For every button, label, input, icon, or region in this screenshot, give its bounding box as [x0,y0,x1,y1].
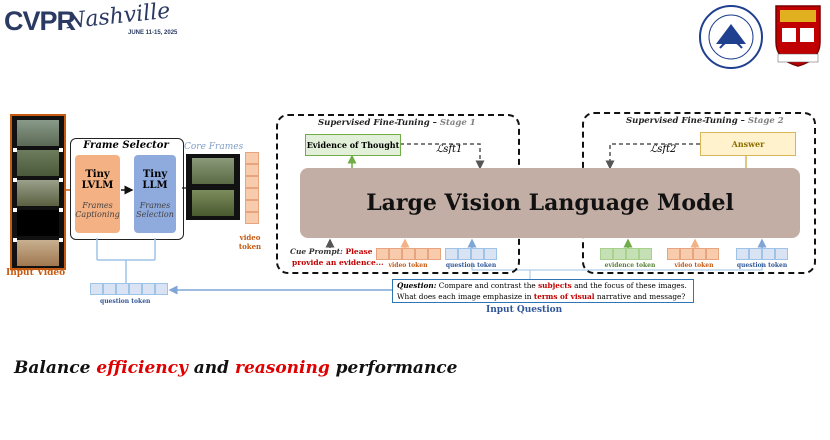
stage1-question-token-label: question token [445,262,497,269]
video-token-column [245,152,259,224]
core-frame [192,190,234,216]
question-line-2: What does each image emphasize in terms … [397,292,686,301]
stage2-video-token-row [667,248,719,260]
stage2-question-token-row [736,248,788,260]
stage1-question-token-row [445,248,497,260]
stage2-evidence-token-row [600,248,652,260]
university-crest-icon [775,5,821,67]
input-video-strip [10,114,66,270]
cvpr-logo-text: CVPR [4,6,76,36]
video-frame [17,120,59,146]
stage1-title: Supervised Fine-Tuning – Stage 1 [318,118,476,128]
lvlm-block [300,168,800,238]
tiny-lvlm-label: Tiny LVLM [81,169,114,191]
core-frames-label: Core Frames [184,142,244,152]
stage2-question-token-label: question token [736,262,788,269]
left-question-token-label: question token [100,298,151,305]
cue-prompt-continued: provide an evidence... [292,258,384,267]
video-token-label: video token [238,233,262,251]
tiny-llm-block: Tiny LLM Frames Selection [134,155,176,233]
input-question-label: Input Question [486,305,563,315]
input-video-label: Input Video [6,268,66,278]
stage1-video-token-label: video token [388,262,428,269]
lvlm-label: Large Vision Language Model [366,190,734,216]
cue-prompt: Cue Prompt: Please [290,247,373,256]
stage1-loss: ℒsft1 [436,144,463,155]
video-frame [17,210,59,236]
conference-dates: JUNE 11-15, 2025 [128,30,178,36]
core-frame [192,158,234,184]
video-frame [17,240,59,266]
answer-box: Answer [700,132,796,156]
stage1-video-token-row [376,248,441,260]
video-frame [17,150,59,176]
core-frames-strip [186,154,240,220]
university-seal-icon [699,5,763,69]
evidence-of-thought-box: Evidence of Thought [305,134,401,156]
frame-selector-title: Frame Selector [83,140,169,151]
tiny-lvlm-block: Tiny LVLM Frames Captioning [75,155,120,233]
frames-captioning-label: Frames Captioning [75,201,120,219]
stage2-evidence-token-label: evidence token [604,262,656,269]
stage2-title: Supervised Fine-Tuning – Stage 2 [626,116,784,126]
stage2-loss: ℒsft2 [650,144,677,155]
tiny-llm-label: Tiny LLM [142,169,168,191]
left-question-token-row [90,283,168,295]
video-frame [17,180,59,206]
tagline: Balance efficiency and reasoning perform… [14,358,458,378]
stage2-video-token-label: video token [674,262,714,269]
question-box: Question: Compare and contrast the subje… [392,279,694,303]
frames-selection-label: Frames Selection [136,201,174,219]
question-line-1: Question: Compare and contrast the subje… [397,281,687,290]
